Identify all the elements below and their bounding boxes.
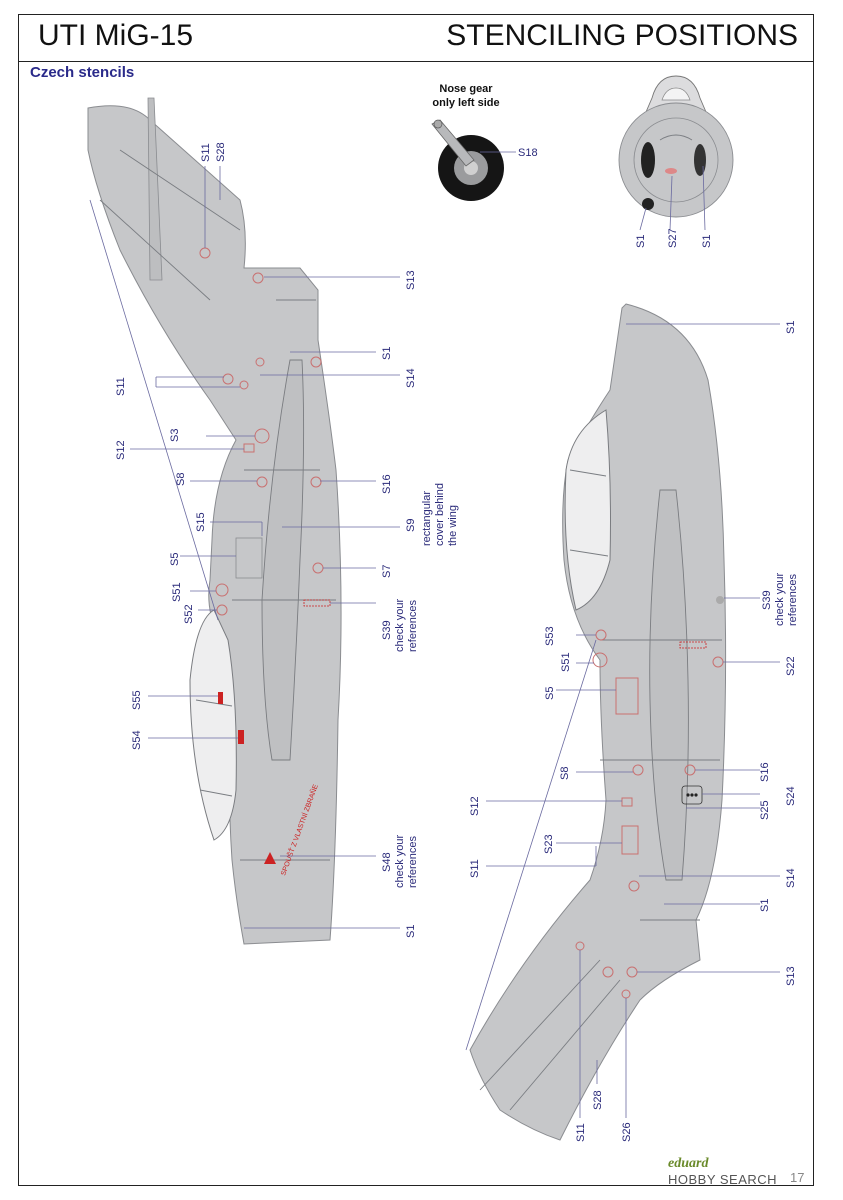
- left-label-s7: S7: [381, 565, 393, 578]
- left-label-s12: S12: [115, 440, 127, 460]
- right-label-s13: S13: [785, 966, 797, 986]
- left-label-s1-a: S1: [381, 347, 393, 360]
- right-label-s14: S14: [785, 868, 797, 888]
- front-label-s27: S27: [667, 228, 679, 248]
- left-label-s54: S54: [131, 730, 143, 750]
- left-label-s11-top: S11: [200, 143, 212, 162]
- right-label-s28: S28: [592, 1090, 604, 1110]
- right-label-s25: S25: [759, 800, 771, 820]
- front-view-drawing: S1 S27 S1: [618, 75, 734, 248]
- left-s48-note-1: check your: [394, 834, 406, 888]
- right-label-s24: S24: [785, 786, 797, 806]
- page-subtitle: STENCILING POSITIONS: [446, 19, 798, 52]
- hobby-search-watermark: HOBBY SEARCH: [668, 1172, 778, 1187]
- right-label-s26: S26: [621, 1122, 633, 1142]
- left-label-s39: S39: [381, 620, 393, 640]
- left-aircraft-view: SPOUŠŤ Z VLASTNÍ ZBRAŇE S11 S28 S13 S1 S…: [87, 97, 459, 945]
- right-aircraft-view: S1 S39 check your references S53 S51 S22…: [465, 303, 799, 1142]
- right-label-s1-low: S1: [759, 899, 771, 912]
- nose-gear-caption: Nose gear only left side: [425, 82, 507, 110]
- page-number: 17: [790, 1170, 805, 1185]
- page-header: UTI MiG-15 STENCILING POSITIONS: [18, 14, 814, 62]
- right-label-s5: S5: [544, 687, 556, 700]
- nose-gear-label: S18: [518, 147, 538, 159]
- left-label-s55: S55: [131, 690, 143, 710]
- left-s9-note-1: rectangular: [421, 491, 433, 546]
- right-label-s22: S22: [785, 656, 797, 676]
- left-s39-note-2: references: [407, 600, 419, 652]
- left-s48-note-2: references: [407, 836, 419, 888]
- left-label-s48: S48: [381, 852, 393, 872]
- left-label-s52: S52: [183, 604, 195, 624]
- nose-gear-drawing: S18: [431, 119, 538, 201]
- left-s9-note-3: the wing: [447, 505, 459, 546]
- left-label-s16: S16: [381, 474, 393, 494]
- left-label-s9: S9: [405, 519, 417, 532]
- nose-gear-caption-line2: only left side: [432, 97, 500, 109]
- section-title: Czech stencils: [30, 64, 135, 81]
- right-label-s8: S8: [559, 767, 571, 780]
- right-label-s39: S39: [761, 590, 773, 610]
- right-s39-note-1: check your: [774, 572, 786, 626]
- left-s39-note-1: check your: [394, 598, 406, 652]
- left-label-s14: S14: [405, 368, 417, 388]
- left-label-s28-top: S28: [215, 142, 227, 162]
- left-label-s11-mid: S11: [115, 377, 127, 396]
- right-label-s11-mid: S11: [469, 859, 481, 878]
- left-s9-note-2: cover behind: [434, 483, 446, 546]
- left-label-s51: S51: [171, 582, 183, 602]
- page-frame: [18, 14, 814, 1186]
- left-label-s3: S3: [169, 429, 181, 442]
- eduard-logo: eduard: [668, 1156, 709, 1171]
- right-s39-note-2: references: [787, 574, 799, 626]
- front-label-s1-right: S1: [701, 235, 713, 248]
- right-label-s23: S23: [543, 834, 555, 854]
- right-label-s11-bottom: S11: [575, 1123, 587, 1142]
- right-label-s53: S53: [544, 626, 556, 646]
- left-label-s15: S15: [195, 512, 207, 532]
- right-label-s1-top: S1: [785, 321, 797, 334]
- left-label-s1-b: S1: [405, 925, 417, 938]
- nose-gear-caption-line1: Nose gear: [439, 83, 493, 95]
- right-label-s51: S51: [560, 652, 572, 672]
- page-title: UTI MiG-15: [38, 19, 194, 52]
- right-label-s12: S12: [469, 796, 481, 816]
- front-label-s1-left: S1: [635, 235, 647, 248]
- right-label-s16: S16: [759, 762, 771, 782]
- left-label-s8: S8: [175, 473, 187, 486]
- left-label-s13: S13: [405, 270, 417, 290]
- left-label-s5: S5: [169, 553, 181, 566]
